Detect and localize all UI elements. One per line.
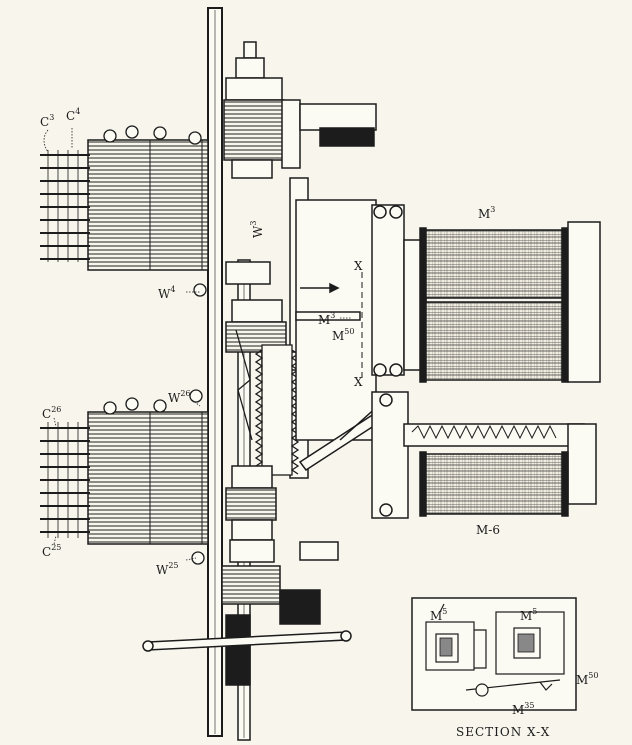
upper-contact-bank	[40, 125, 209, 297]
label-w25: W25	[156, 561, 179, 577]
operating-handle	[142, 614, 352, 686]
inset-label-m5-left: M5	[430, 607, 447, 623]
lower-spring-tips	[40, 427, 90, 533]
armature-linkage	[295, 199, 391, 472]
label-m3-top: M3	[478, 205, 495, 221]
magnet-m3	[371, 204, 601, 383]
label-m3-mid: M3	[318, 311, 335, 327]
ratchet-wheel	[254, 344, 300, 476]
inset-label-m50: M50	[576, 671, 598, 687]
label-c4: C4	[66, 107, 80, 123]
figure-caption: SECTION X-X	[456, 725, 550, 739]
upper-clamp-screws	[103, 125, 207, 297]
pawl-spring	[235, 329, 253, 441]
label-w26: W26	[168, 389, 191, 405]
label-w3: W3	[249, 221, 265, 238]
lower-clamp-screws	[103, 389, 205, 565]
label-m50: M50	[332, 327, 354, 343]
inset-label-m35: M35	[512, 701, 534, 717]
label-w4: W4	[158, 285, 175, 301]
magnet-m6	[371, 391, 597, 519]
mounting-plate	[207, 7, 223, 737]
section-inset: M5 M5 M50 M35	[411, 597, 598, 717]
label-m6: M-6	[476, 523, 500, 537]
upper-spring-tips	[40, 154, 90, 260]
lower-contact-bank	[40, 389, 209, 565]
callout-lines	[43, 128, 352, 561]
inset-label-m5-right: M5	[520, 607, 537, 623]
label-c3: C3	[40, 113, 54, 129]
label-c26: C26	[42, 405, 61, 421]
label-x-bottom: X	[354, 375, 363, 389]
lower-cam-assembly	[221, 465, 339, 625]
label-x-top: X	[354, 259, 363, 273]
label-c25: C25	[42, 543, 61, 559]
